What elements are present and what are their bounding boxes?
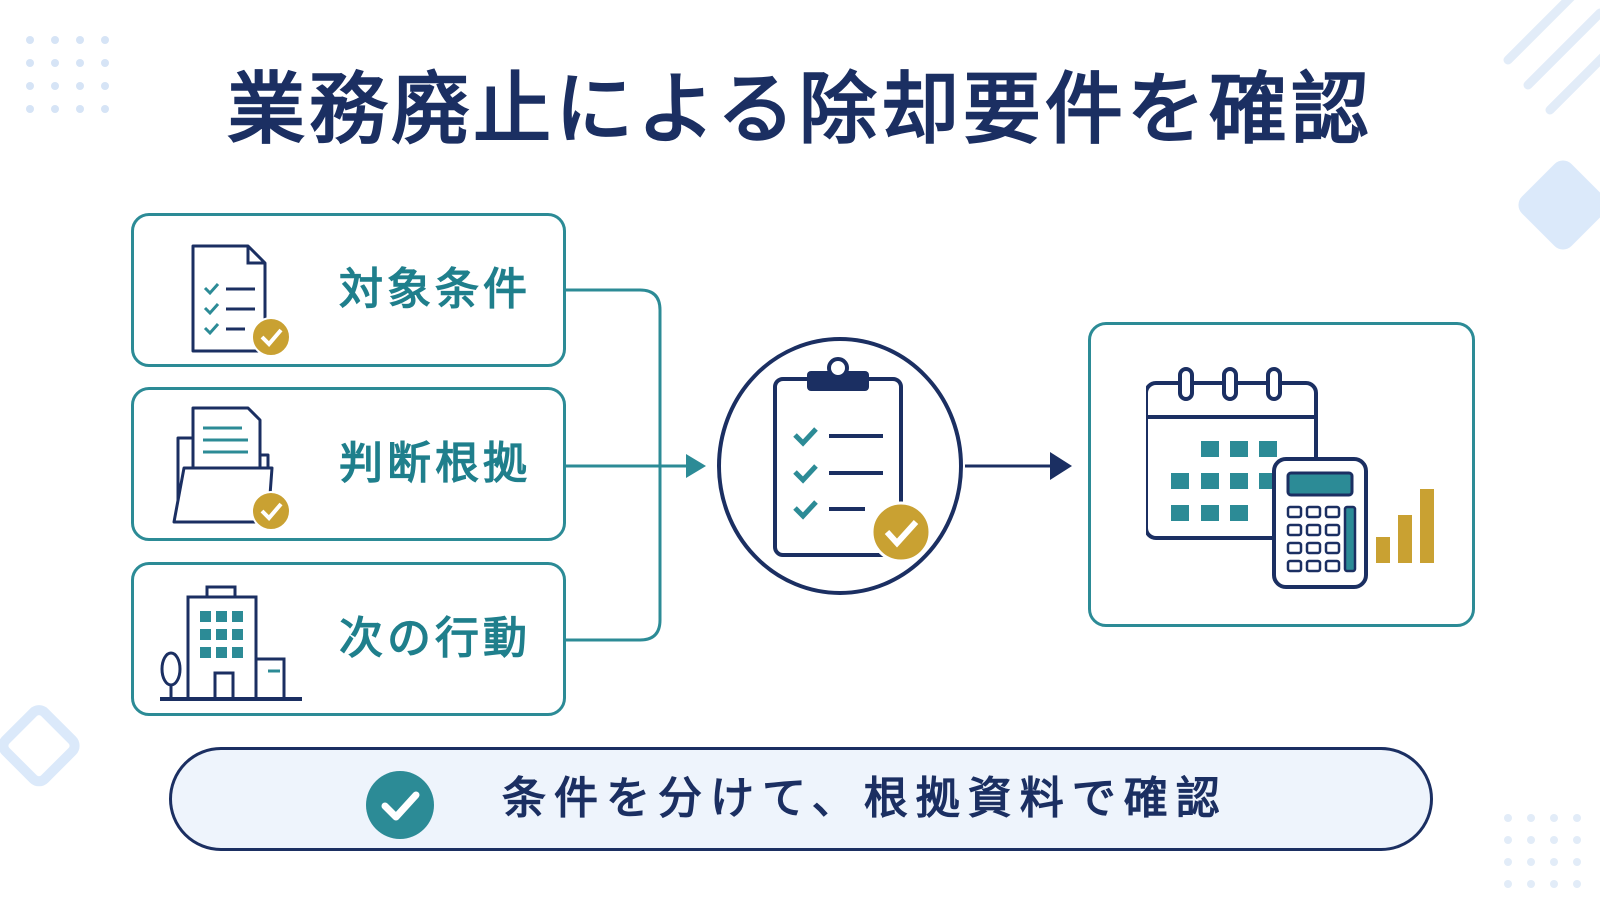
folder-document-icon — [172, 406, 291, 530]
checklist-document-icon — [191, 244, 291, 356]
dot-grid-top-left — [26, 36, 109, 113]
condition-box-next-action: 次の行動 — [131, 562, 566, 716]
dot-grid-bottom-right — [1504, 814, 1581, 888]
clipboard-checklist-icon — [717, 337, 963, 595]
check-circle-icon — [366, 771, 434, 839]
diamond-outline-bottom-left — [0, 705, 80, 787]
result-box — [1088, 322, 1475, 627]
arrow-head-to-check — [686, 454, 706, 478]
condition-label-next-action: 次の行動 — [339, 613, 531, 664]
office-building-icon — [160, 585, 302, 701]
calendar-calculator-chart-icon — [1146, 367, 1434, 589]
page-title: 業務廃止による除却要件を確認 — [227, 65, 1373, 155]
summary-text: 条件を分けて、根拠資料で確認 — [502, 773, 1228, 824]
summary-bar: 条件を分けて、根拠資料で確認 — [169, 747, 1433, 851]
condition-label-basis: 判断根拠 — [339, 438, 531, 489]
arrow-head-to-result — [1050, 452, 1072, 480]
condition-box-basis: 判断根拠 — [131, 387, 566, 541]
diamond-shape-right — [1518, 160, 1600, 250]
diagonal-stripes-top-right — [1503, 0, 1600, 115]
condition-box-target: 対象条件 — [131, 213, 566, 367]
condition-label-target: 対象条件 — [339, 264, 531, 315]
